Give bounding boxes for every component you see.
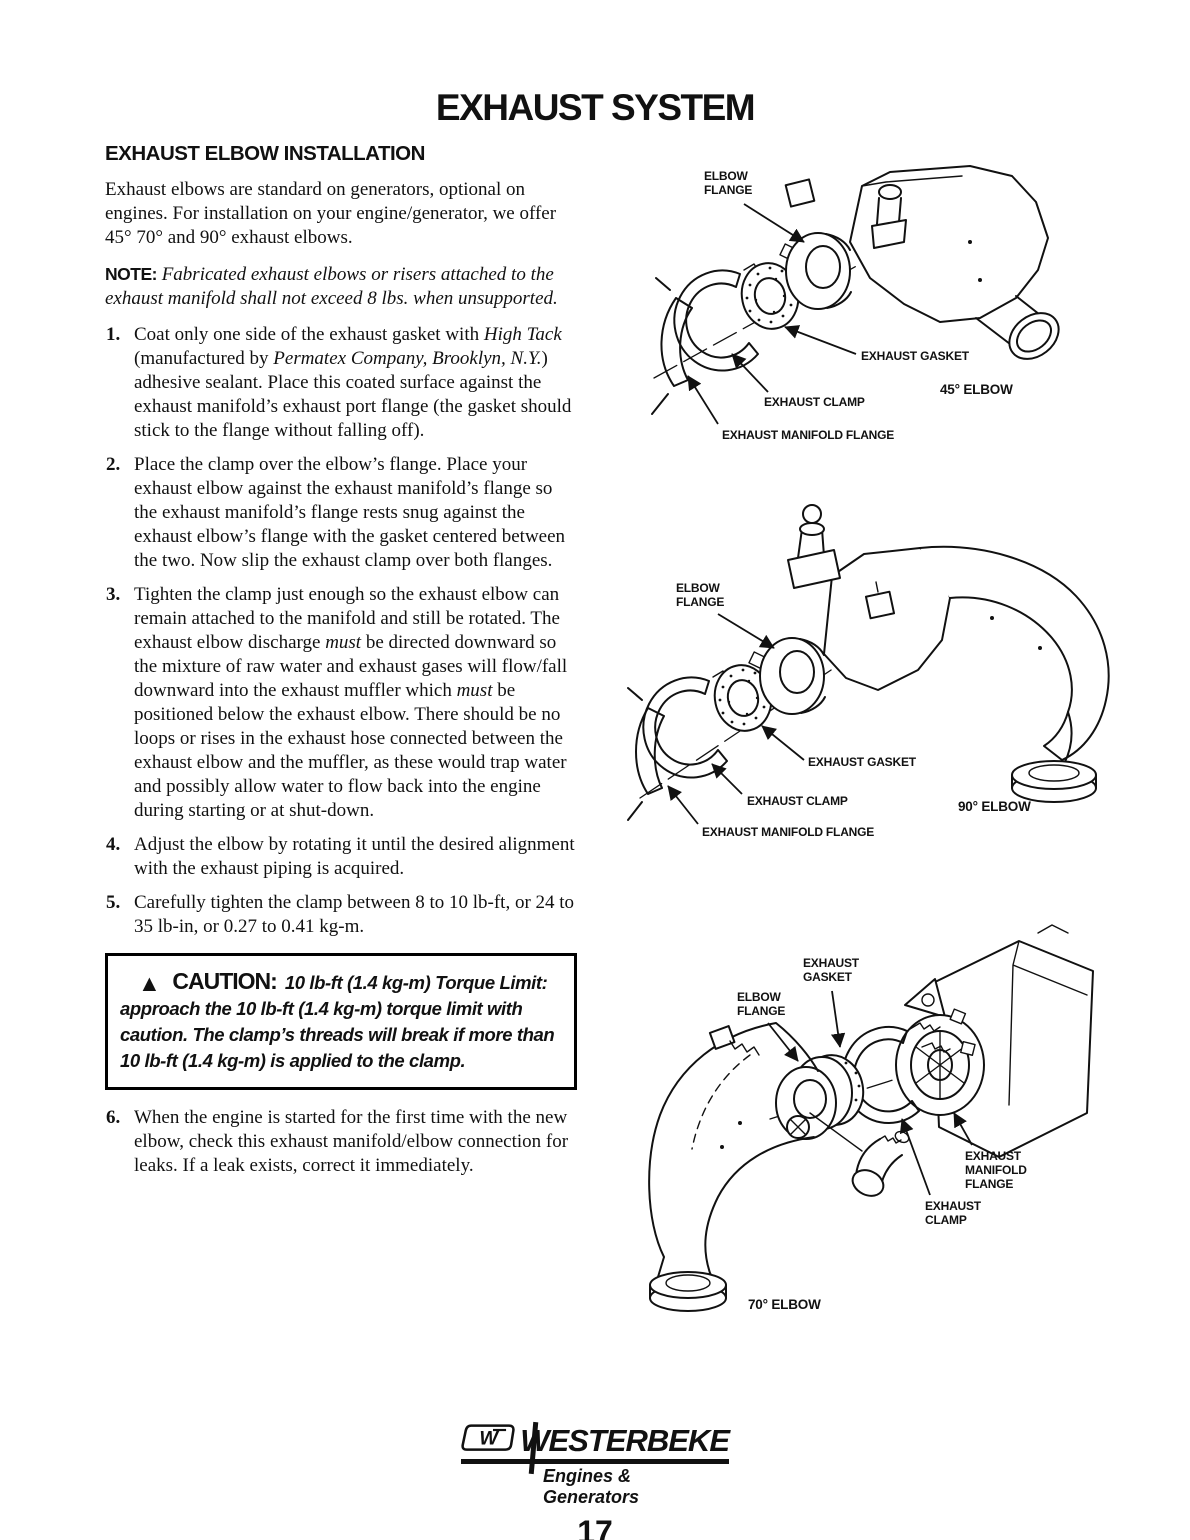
label-elbow-flange: ELBOW FLANGE [704, 169, 753, 197]
note-label: NOTE: [105, 264, 157, 284]
caution-body: approach the 10 lb-ft (1.4 kg-m) torque … [120, 998, 555, 1071]
step-item-2: 2. Place the clamp over the elbow’s flang… [105, 453, 577, 573]
step-text: Tighten the clamp just enough so the exh… [134, 584, 568, 821]
intro-paragraph: Exhaust elbows are standard on generator… [105, 179, 557, 248]
step-list-continued: 6. When the engine is started for the fir… [105, 1106, 577, 1178]
diagram-70-elbow-drawing [648, 924, 1094, 1312]
logo-row: W WESTERBEKE [461, 1418, 730, 1458]
note-text: Fabricated exhaust elbows or risers atta… [105, 264, 558, 309]
label-exhaust-clamp: EXHAUST CLAMP [925, 1199, 981, 1227]
step-item-4: 4. Adjust the elbow by rotating it until … [105, 833, 577, 881]
section-heading: EXHAUST ELBOW INSTALLATION [105, 142, 425, 165]
emblem-letter: W [479, 1428, 499, 1450]
step-list: 1. Coat only one side of the exhaust gask… [105, 323, 577, 939]
step-number: 2. [106, 454, 121, 475]
label-exhaust-manifold-flange: EXHAUST MANIFOLD FLANGE [965, 1149, 1027, 1191]
caution-box: ▲ CAUTION: 10 lb-ft (1.4 kg-m) Torque Limi… [105, 953, 577, 1090]
diagram-90-elbow: ELBOW FLANGE EXHAUST GASKET EXHAUST CLAM… [612, 498, 1122, 858]
label-exhaust-clamp: EXHAUST CLAMP [764, 395, 865, 409]
brand-name: WESTERBEKE [520, 1423, 730, 1458]
diagram-45-elbow: ELBOW FLANGE EXHAUST GASKET 45° ELBOW EX… [618, 146, 1123, 466]
logo-underline [461, 1459, 729, 1464]
label-exhaust-clamp: EXHAUST CLAMP [747, 794, 848, 808]
diagram-45-elbow-drawing [651, 165, 1060, 425]
step-text: When the engine is started for the first… [134, 1107, 569, 1176]
page-title: EXHAUST SYSTEM [435, 86, 756, 128]
step-number: 1. [106, 324, 121, 345]
step-number: 6. [106, 1107, 121, 1128]
step-item-3: 3. Tighten the clamp just enough so the e… [105, 583, 577, 823]
caption-90-elbow: 90° ELBOW [958, 799, 1031, 814]
step-text: Place the clamp over the elbow’s flange.… [134, 454, 566, 571]
caution-label: CAUTION: [172, 968, 277, 994]
label-exhaust-manifold-flange: EXHAUST MANIFOLD FLANGE [722, 428, 895, 442]
warning-triangle-icon: ▲ [138, 970, 161, 996]
note-paragraph: NOTE: Fabricated exhaust elbows or riser… [105, 262, 577, 311]
label-elbow-flange: ELBOW FLANGE [676, 581, 725, 609]
step-number: 4. [106, 834, 121, 855]
step-text: Coat only one side of the exhaust gasket… [134, 324, 572, 441]
caption-70-elbow: 70° ELBOW [748, 1297, 821, 1312]
step-text: Carefully tighten the clamp between 8 to… [134, 892, 575, 937]
westerbeke-emblem-icon: W [461, 1424, 515, 1451]
instructions-column: EXHAUST ELBOW INSTALLATION Exhaust elbow… [105, 142, 577, 1188]
step-item-5: 5. Carefully tighten the clamp between 8 … [105, 891, 577, 939]
footer: W WESTERBEKE Engines & Generators 17 [0, 1418, 1190, 1540]
label-exhaust-gasket: EXHAUST GASKET [861, 349, 969, 363]
label-elbow-flange: ELBOW FLANGE [737, 990, 786, 1018]
page-number: 17 [577, 1514, 613, 1540]
label-exhaust-gasket: EXHAUST GASKET [808, 755, 916, 769]
step-number: 3. [106, 584, 121, 605]
step-item-1: 1. Coat only one side of the exhaust gask… [105, 323, 577, 443]
caution-title: 10 lb-ft (1.4 kg-m) Torque Limit: [284, 972, 548, 993]
step-text: Adjust the elbow by rotating it until th… [134, 834, 575, 879]
westerbeke-logo: W WESTERBEKE Engines & Generators [461, 1418, 730, 1508]
step-item-6: 6. When the engine is started for the fir… [105, 1106, 577, 1178]
diagram-90-elbow-drawing [627, 504, 1110, 825]
label-exhaust-manifold-flange: EXHAUST MANIFOLD FLANGE [702, 825, 875, 839]
caption-45-elbow: 45° ELBOW [940, 382, 1013, 397]
step-number: 5. [106, 892, 121, 913]
diagram-70-elbow: EXHAUST GASKET ELBOW FLANGE EXHAUST MANI… [600, 905, 1125, 1325]
brand-tagline: Engines & Generators [543, 1466, 640, 1507]
label-exhaust-gasket: EXHAUST GASKET [803, 956, 859, 984]
